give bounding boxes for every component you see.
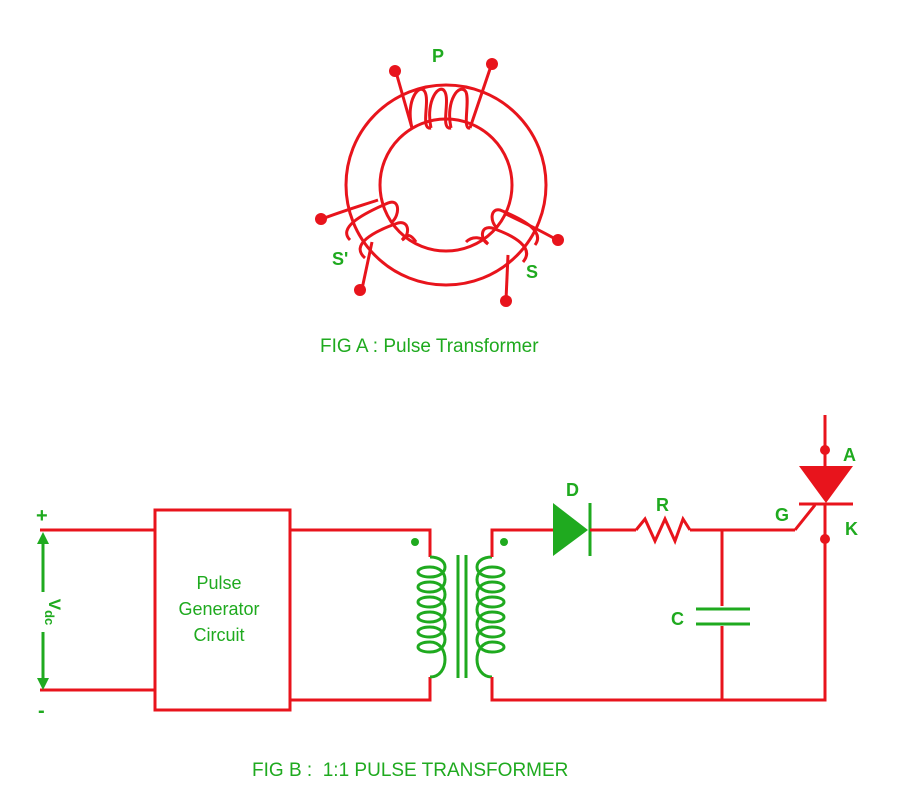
diode (553, 503, 636, 556)
resistor (634, 515, 692, 545)
resistor-label: R (656, 495, 669, 515)
secondary-coil (475, 555, 506, 679)
toroid-figure: P S' S (315, 46, 564, 307)
diode-label: D (566, 480, 579, 500)
secondary-winding (464, 208, 564, 307)
generator-line-3: Circuit (193, 625, 244, 645)
primary-top-wire (290, 528, 432, 557)
thyristor (793, 415, 853, 544)
vdc-label: Vdc (42, 599, 64, 626)
secondary-bottom-wire (490, 540, 827, 702)
capacitor (696, 530, 750, 700)
secondary-prime-winding (315, 198, 418, 296)
primary-dot (411, 538, 419, 546)
circuit-figure: + - Vdc Pulse Generator Circuit (36, 415, 858, 722)
primary-winding (389, 58, 498, 130)
primary-coil (416, 555, 447, 679)
secondary-label: S (526, 262, 538, 282)
gate-label: G (775, 505, 789, 525)
cathode-label: K (845, 519, 858, 539)
primary-bottom-wire (290, 677, 432, 702)
secondary-prime-label: S' (332, 249, 348, 269)
capacitor-label: C (671, 609, 684, 629)
fig-a-caption: FIG A : Pulse Transformer (320, 336, 539, 357)
toroid-inner-ring (378, 117, 514, 253)
vdc-arrow: Vdc (37, 532, 64, 690)
toroid-outer-ring (344, 83, 548, 287)
minus-label: - (38, 700, 45, 722)
secondary-dot (500, 538, 508, 546)
plus-label: + (36, 505, 48, 527)
anode-label: A (843, 445, 856, 465)
secondary-top-wire (490, 528, 553, 557)
generator-line-2: Generator (178, 599, 259, 619)
fig-b-caption: FIG B : 1:1 PULSE TRANSFORMER (252, 760, 568, 781)
pulse-generator-box (153, 508, 292, 712)
generator-line-1: Pulse (196, 573, 241, 593)
primary-label: P (432, 46, 444, 66)
transformer (411, 538, 508, 679)
